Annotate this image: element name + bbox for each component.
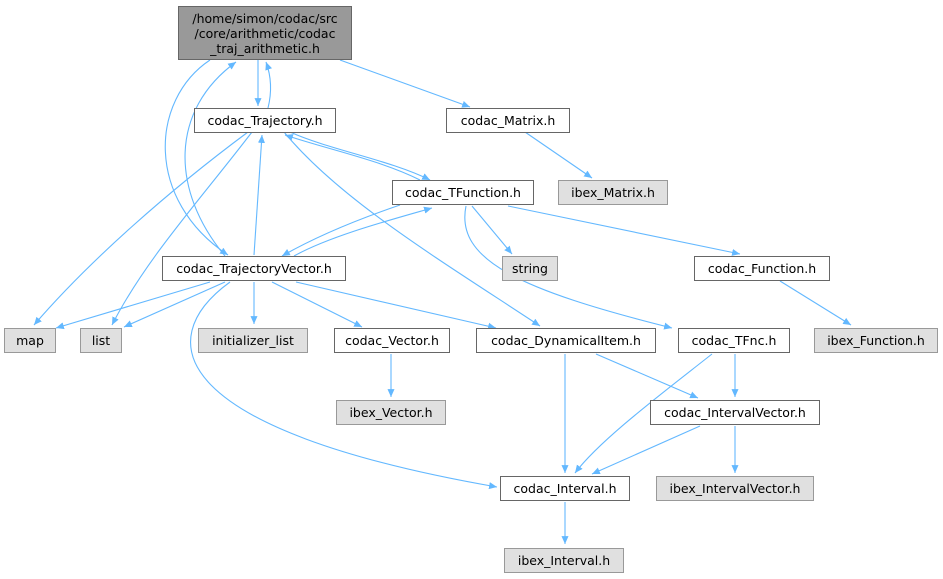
edge-trajectoryvector-root xyxy=(184,61,237,257)
node-codac-vector[interactable]: codac_Vector.h xyxy=(334,328,450,353)
node-codac-trajectoryvector[interactable]: codac_TrajectoryVector.h xyxy=(162,256,346,281)
edge-trajectoryvector-vector xyxy=(271,281,363,328)
node-codac-interval[interactable]: codac_Interval.h xyxy=(500,476,630,501)
edge-trajectoryvector-tfunction xyxy=(293,206,433,257)
root-line-3: _traj_arithmetic.h xyxy=(210,40,320,56)
edge-trajectoryvector-trajectory xyxy=(253,134,265,256)
edge-intervalvector-interval xyxy=(591,425,701,475)
edge-trajectory-root xyxy=(265,61,273,109)
node-list[interactable]: list xyxy=(80,328,122,353)
node-ibex-function[interactable]: ibex_Function.h xyxy=(814,328,938,353)
node-codac-tfnc[interactable]: codac_TFnc.h xyxy=(678,328,790,353)
edge-trajectory-list xyxy=(111,131,253,326)
edge-tfunction-tfnc xyxy=(464,205,673,330)
node-codac-matrix[interactable]: codac_Matrix.h xyxy=(446,108,570,133)
node-ibex-matrix[interactable]: ibex_Matrix.h xyxy=(558,180,668,205)
edge-root-trajectoryvector xyxy=(164,59,229,256)
root-line-1: /home/simon/codac/src xyxy=(192,10,338,26)
edge-root-matrix xyxy=(339,59,471,108)
node-root-file[interactable]: /home/simon/codac/src /core/arithmetic/c… xyxy=(178,6,352,60)
edge-trajectoryvector-list xyxy=(123,281,226,328)
edge-function-ibexfunction xyxy=(779,280,852,326)
edge-tfnc-interval xyxy=(574,353,713,474)
node-codac-dynamicalitem[interactable]: codac_DynamicalItem.h xyxy=(476,328,656,353)
edge-dynamicalitem-intervalvector xyxy=(595,353,699,399)
node-ibex-intervalvector[interactable]: ibex_IntervalVector.h xyxy=(656,476,814,501)
edge-trajectoryvector-interval xyxy=(190,281,498,490)
edge-trajectoryvector-dynamicalitem xyxy=(295,281,497,330)
node-codac-trajectory[interactable]: codac_Trajectory.h xyxy=(194,108,336,133)
node-ibex-vector[interactable]: ibex_Vector.h xyxy=(336,400,446,425)
edge-tfunction-trajectory xyxy=(284,134,421,181)
edge-tfunction-function xyxy=(507,205,741,256)
root-line-2: /core/arithmetic/codac xyxy=(194,25,336,41)
node-codac-function[interactable]: codac_Function.h xyxy=(694,256,830,281)
edge-trajectory-tfunction xyxy=(289,131,431,181)
node-initializer-list[interactable]: initializer_list xyxy=(198,328,308,353)
edge-matrix-ibexmatrix xyxy=(524,131,593,179)
edge-trajectory-dynamicalitem xyxy=(283,131,541,327)
node-string[interactable]: string xyxy=(502,256,558,281)
node-map[interactable]: map xyxy=(4,328,56,353)
node-ibex-interval[interactable]: ibex_Interval.h xyxy=(504,548,624,573)
node-codac-intervalvector[interactable]: codac_IntervalVector.h xyxy=(650,400,820,425)
edge-trajectory-map xyxy=(33,131,249,326)
node-codac-tfunction[interactable]: codac_TFunction.h xyxy=(392,180,534,205)
edge-tfunction-string xyxy=(471,205,513,255)
edge-trajectoryvector-map xyxy=(55,281,211,330)
edge-tfunction-trajectoryvector xyxy=(281,204,401,257)
